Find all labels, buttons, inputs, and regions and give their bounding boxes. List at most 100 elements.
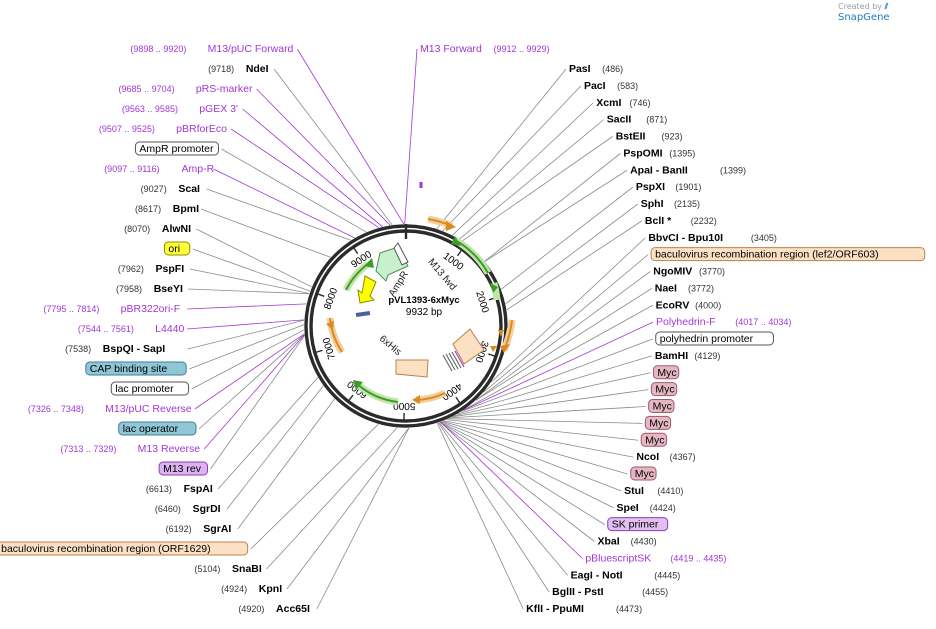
primer-name: Amp-R (182, 163, 215, 175)
site-name: SnaBI (232, 563, 262, 575)
map-label-site: SgrDI(6460) (155, 503, 221, 515)
site-coord: (3405) (751, 233, 777, 243)
site-coord: (7538) (65, 344, 91, 354)
feature-label-text: M13 rev (163, 463, 202, 475)
feature-label-box (640, 432, 668, 447)
site-coord: (4000) (695, 300, 721, 310)
label-leader (198, 334, 305, 430)
map-label-site: SpeI(4424) (617, 502, 676, 514)
feature-label-box (118, 421, 197, 436)
label-leader (490, 237, 646, 383)
map-label-site: PacI(583) (584, 80, 638, 92)
site-coord: (2135) (674, 199, 700, 209)
arrowhead-6 (500, 344, 510, 353)
label-leader (316, 427, 410, 610)
label-leader (221, 148, 367, 233)
label-leader (404, 48, 418, 225)
map-label-site: BclI *(2232) (645, 215, 717, 227)
label-leader (475, 288, 652, 401)
ruler-tick (347, 394, 354, 402)
label-leader-lines (187, 48, 654, 610)
map-label-primer: Polyhedrin-F(4017 .. 4034) (656, 316, 791, 328)
primer-name: pBRforEco (176, 123, 227, 135)
site-name: ScaI (178, 183, 200, 195)
map-label-box: Myc (648, 399, 675, 413)
feature-label-text: Myc (649, 417, 668, 429)
primer-name: M13/pUC Reverse (105, 403, 192, 415)
label-leader (189, 324, 305, 370)
arrowhead-2 (451, 236, 461, 246)
feature-label-text: Myc (653, 401, 672, 413)
feature-label-text: lac operator (123, 423, 179, 435)
feature-label-box (648, 399, 675, 413)
feature-label-text: Myc (657, 367, 676, 379)
site-name: BbvCI - Bpu10I (648, 232, 723, 244)
label-leader (446, 419, 639, 441)
ruler-tick (488, 353, 497, 358)
feature-label-text: SK primer (612, 519, 659, 531)
site-name: ApaI - BanII (630, 164, 688, 176)
feature-label-text: baculovirus recombination region (lef2/O… (655, 249, 879, 261)
ori-arrow (357, 275, 377, 304)
arrowhead-3 (353, 380, 363, 390)
label-leader (500, 186, 634, 290)
feature-arrows (326, 182, 516, 406)
label-leader (454, 372, 651, 417)
site-coord: (7958) (116, 284, 142, 294)
ruler-tick (456, 248, 463, 257)
label-leader (452, 389, 649, 418)
site-coord: (746) (629, 98, 650, 108)
site-name: BamHI (655, 350, 688, 362)
site-name: BspQI - SapI (103, 343, 166, 355)
map-label-box: lac promoter (110, 381, 190, 396)
label-leader (506, 220, 643, 311)
primer-coord: (9563 .. 9585) (122, 104, 178, 114)
label-leader (439, 421, 605, 525)
site-name: SacII (607, 114, 632, 126)
site-coord: (4455) (642, 587, 668, 597)
primer-name: pRS-marker (196, 83, 253, 95)
map-label-primer: pRS-marker (9685 .. 9704) (119, 83, 253, 95)
primer-name: L4440 (155, 323, 184, 335)
site-name: KpnI (259, 583, 282, 595)
myc-cluster (442, 350, 465, 372)
map-label-site: XcmI (746) (596, 97, 650, 109)
primer-coord: (9685 .. 9704) (119, 84, 175, 94)
plasmid-size: 9932 bp (406, 307, 443, 318)
feature-label-box (163, 241, 191, 256)
label-leader (484, 153, 621, 262)
site-name: BpmI (173, 203, 199, 215)
site-coord: (4410) (657, 486, 683, 496)
arrowhead-4 (490, 283, 498, 293)
site-name: NdeI (246, 63, 269, 75)
map-label-box: SK primer (607, 517, 669, 532)
feature-label-box (644, 415, 672, 430)
map-label-site: PspXI(1901) (636, 181, 702, 193)
site-coord: (9718) (208, 64, 234, 74)
map-label-site: BseYI(7958) (116, 283, 183, 295)
feature-label-text: polyhedrin promoter (660, 333, 754, 345)
primer-coord: (9507 .. 9525) (99, 124, 155, 134)
label-leader (463, 321, 654, 411)
feature-label-box (655, 331, 774, 346)
label-leader (226, 385, 324, 510)
map-label-site: BglII - PstI(4455) (552, 586, 668, 598)
site-name: EcoRV (656, 299, 690, 311)
ruler-tick (314, 349, 323, 354)
map-label-primer: M13/pUC Reverse(7326 .. 7348) (28, 403, 192, 415)
label-leader (217, 377, 319, 490)
site-coord: (3770) (699, 267, 725, 277)
arrowhead-7 (326, 321, 334, 330)
site-name: XcmI (596, 97, 621, 109)
label-leader (203, 334, 305, 450)
site-coord: (8617) (135, 204, 161, 214)
site-coord: (1395) (669, 148, 695, 158)
snapgene-credit: Created by ⫽ SnapGene (838, 2, 936, 23)
site-coord: (4424) (650, 503, 676, 513)
feature-label-box (630, 466, 657, 481)
map-label-site: SnaBI(5104) (194, 563, 262, 575)
arrowhead-10 (498, 330, 504, 337)
label-leader (461, 338, 653, 412)
map-label-primer: M13 Reverse(7313 .. 7329) (60, 443, 200, 455)
primer-coord: (7795 .. 7814) (43, 304, 99, 314)
